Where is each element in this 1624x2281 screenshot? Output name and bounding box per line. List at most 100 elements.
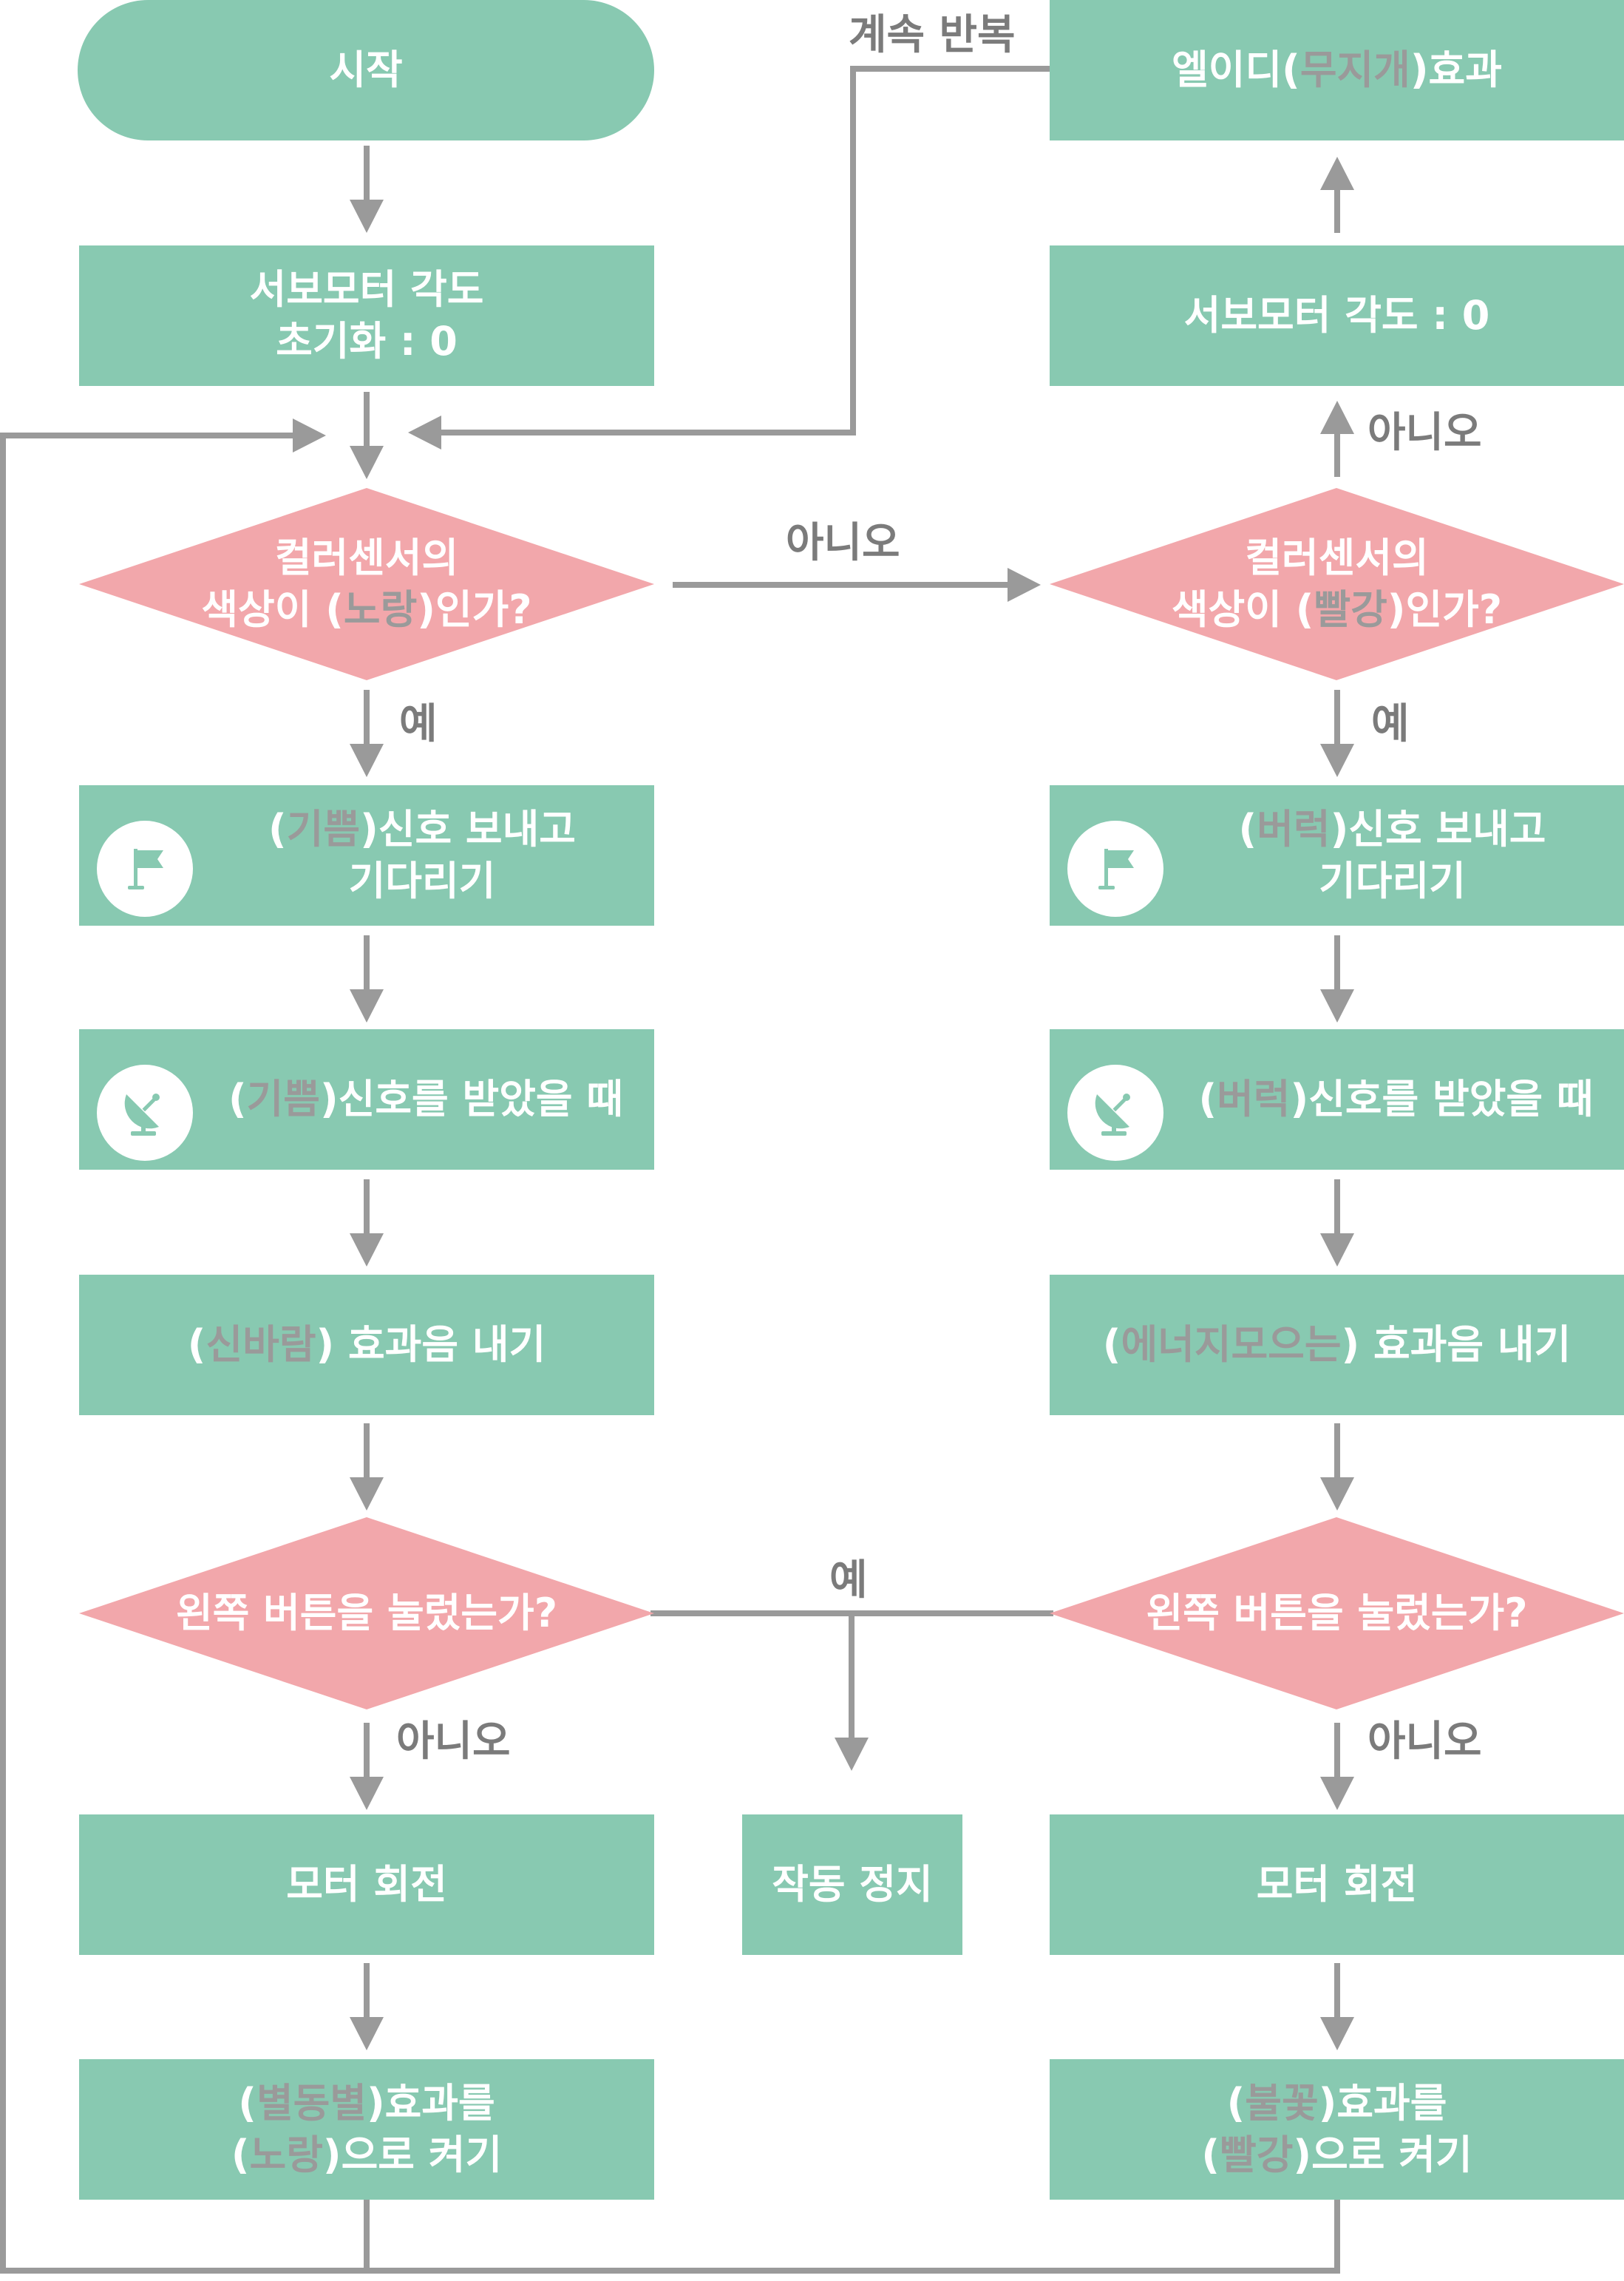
- anger-send-node: (버럭)신호 보내고 기다리기: [1050, 785, 1624, 926]
- arrow-btn-to-motor-right: [1334, 1723, 1340, 1778]
- light-left-rest1: )효과를: [366, 2080, 495, 2126]
- servo-init-line1: 서보모터 각도: [249, 266, 484, 313]
- arrow-angersend-to-angerrecv: [1334, 935, 1340, 991]
- anger-send-signal: 버럭: [1257, 806, 1331, 853]
- sound-right-name: 에너지모으는: [1121, 1321, 1342, 1368]
- arrow-yellow-no: [673, 582, 1009, 588]
- sound-right-open: (: [1102, 1321, 1121, 1368]
- yes-label-left: 예: [399, 700, 438, 748]
- red-decision-color: 빨강: [1314, 586, 1387, 633]
- light-right-effect: 불꽃: [1245, 2080, 1319, 2126]
- button-left-text: 왼쪽 버튼을 눌렀는가?: [175, 1590, 558, 1636]
- joy-recv-signal: 기쁨: [246, 1076, 320, 1122]
- arrow-servo-to-rainbow: [1334, 189, 1340, 233]
- arrow-btn-to-motor: [364, 1723, 370, 1778]
- decision-color-name: 노랑: [343, 586, 418, 633]
- anger-send-rest: )신호 보내고: [1330, 806, 1546, 853]
- light-right-rest1: )효과를: [1318, 2080, 1447, 2126]
- color-red-decision: 컬러센서의 색상이 (빨강)인가?: [1050, 488, 1624, 680]
- sound-right-rest: ) 효과음 내기: [1341, 1321, 1572, 1368]
- diamond-shape: [1050, 1517, 1624, 1709]
- arrow-dec-to-joysend: [364, 690, 370, 745]
- button-right-text: 왼쪽 버튼을 눌렀는가?: [1146, 1590, 1528, 1636]
- color-yellow-decision: 컬러센서의 색상이 (노랑)인가?: [79, 488, 654, 680]
- arrow-angerrecv-to-sound: [1334, 1179, 1340, 1235]
- arrow-start-to-init: [364, 146, 370, 201]
- motor-left-node: 모터 회전: [79, 1814, 654, 1955]
- rainbow-b: 무지개: [1299, 47, 1410, 93]
- joy-receive-node: (기쁨)신호를 받았을 때: [79, 1029, 654, 1170]
- joy-send-node: (기쁨)신호 보내고 기다리기: [79, 785, 654, 926]
- sound-left-rest: ) 효과음 내기: [316, 1321, 546, 1368]
- light-left-open2: (: [231, 2132, 250, 2178]
- satellite-dish-icon: [97, 1065, 193, 1161]
- light-right-node: (불꽃)효과를 (빨강)으로 켜기: [1050, 2059, 1624, 2200]
- motor-left-label: 모터 회전: [286, 1861, 447, 1908]
- no-label-right-up: 아니오: [1368, 409, 1482, 457]
- loop-bottom: [0, 2268, 1340, 2274]
- light-right-color: 빨강: [1220, 2132, 1294, 2178]
- light-left-effect: 별동별: [256, 2080, 367, 2126]
- joy-send-open: (: [268, 806, 287, 853]
- stop-label: 작동 정지: [772, 1861, 933, 1908]
- anger-receive-node: (버럭)신호를 받았을 때: [1050, 1029, 1624, 1170]
- arrow-motor-to-light: [364, 1963, 370, 2019]
- arrow-sound-to-btn-right: [1334, 1423, 1340, 1479]
- diamond-shape: [79, 488, 654, 680]
- decision-text-a: 색상이 (: [201, 586, 344, 633]
- light-left-open1: (: [238, 2080, 256, 2126]
- anger-send-open: (: [1238, 806, 1257, 853]
- start-label: 시작: [329, 47, 403, 93]
- sound-left-name: 신바람: [205, 1321, 316, 1368]
- arrow-joyrecv-to-sound: [364, 1179, 370, 1235]
- rainbow-c: )효과: [1410, 47, 1502, 93]
- red-decision-a: 색상이 (: [1171, 586, 1314, 633]
- servo-init-line2: 초기화 : 0: [276, 318, 458, 365]
- arrow-init-to-dec: [364, 392, 370, 447]
- joy-send-signal: 기쁨: [286, 806, 361, 853]
- light-left-node: (별동별)효과를 (노랑)으로 켜기: [79, 2059, 654, 2200]
- anger-recv-open: (: [1198, 1076, 1217, 1122]
- yes-label-right: 예: [1371, 700, 1410, 748]
- arrow-reddec-to-angersend: [1334, 690, 1340, 745]
- rainbow-node: 엘이디(무지개)효과: [1050, 0, 1624, 140]
- rainbow-a: 엘이디(: [1172, 47, 1300, 93]
- diamond-shape: [1050, 488, 1624, 680]
- decision-line1: 컬러센서의: [274, 535, 459, 581]
- arrow-joysend-to-joyrecv: [364, 935, 370, 991]
- joy-recv-open: (: [228, 1076, 247, 1122]
- anger-recv-rest: )신호를 받았을 때: [1290, 1076, 1594, 1122]
- joy-recv-rest: )신호를 받았을 때: [320, 1076, 624, 1122]
- no-label-top: 아니오: [786, 519, 900, 567]
- loop-left-side: [0, 433, 6, 2274]
- start-node: 시작: [78, 0, 654, 140]
- light-right-rest2: )으로 켜기: [1293, 2132, 1472, 2178]
- arrow-to-stop: [849, 1613, 855, 1739]
- repeat-label: 계속 반복: [849, 11, 1016, 59]
- joy-send-line2: 기다리기: [348, 858, 496, 904]
- light-right-open1: (: [1226, 2080, 1246, 2126]
- flag-icon: [97, 821, 193, 917]
- servo-zero-node: 서보모터 각도 : 0: [1050, 245, 1624, 386]
- sound-left-node: (신바람) 효과음 내기: [79, 1275, 654, 1415]
- button-right-decision: 왼쪽 버튼을 눌렀는가?: [1050, 1517, 1624, 1709]
- arrow-sound-to-btn: [364, 1423, 370, 1479]
- loop-right-down: [1334, 2200, 1340, 2274]
- repeat-h-top: [850, 66, 1050, 72]
- light-left-rest2: )으로 켜기: [322, 2132, 503, 2178]
- servo-init-node: 서보모터 각도 초기화 : 0: [79, 245, 654, 386]
- arrow-reddec-to-servo: [1334, 433, 1340, 477]
- decision-text-c: )인가?: [417, 586, 532, 633]
- no-label-left-bottom: 아니오: [396, 1718, 511, 1766]
- arrow-motor-to-light-right: [1334, 1963, 1340, 2019]
- light-right-open2: (: [1201, 2132, 1220, 2178]
- loop-left-top: [0, 433, 294, 438]
- repeat-v: [850, 66, 856, 435]
- sound-left-open: (: [187, 1321, 206, 1368]
- repeat-h-bottom: [440, 430, 856, 435]
- loop-left-down: [364, 2200, 370, 2274]
- anger-send-line2: 기다리기: [1319, 858, 1466, 904]
- sound-right-node: (에너지모으는) 효과음 내기: [1050, 1275, 1624, 1415]
- servo-zero-label: 서보모터 각도 : 0: [1183, 292, 1490, 339]
